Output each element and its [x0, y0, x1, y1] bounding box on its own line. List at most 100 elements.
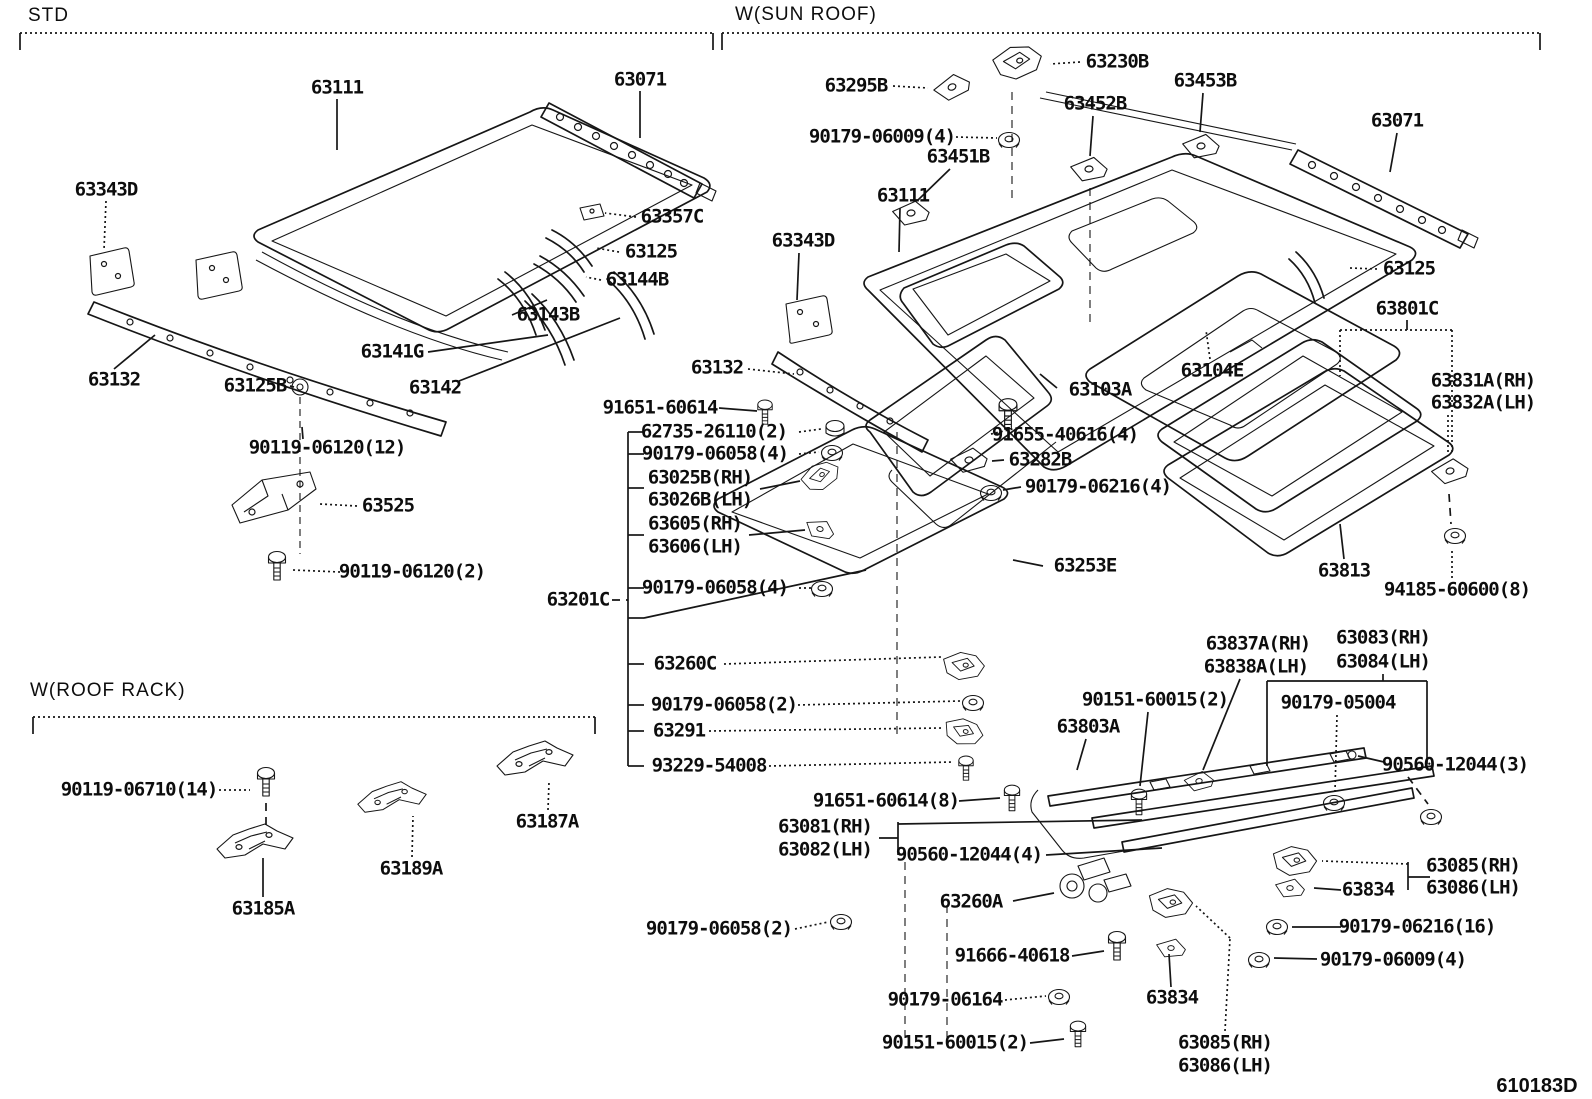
part-number-label: 63189A	[379, 857, 444, 880]
std-front-header-63132-drawing	[87, 301, 447, 437]
part-number-label: 63071	[613, 68, 667, 91]
sunroof-glass-63813-drawing	[1157, 338, 1422, 513]
part-number-label: 63525	[361, 494, 415, 517]
leader-line	[411, 815, 414, 858]
part-number-label: 63026B(LH)	[647, 488, 753, 511]
part-number-label: 63082(LH)	[778, 838, 873, 861]
part-number-label: 90119-06710(14)	[60, 778, 219, 801]
leader-line	[1029, 1038, 1065, 1044]
leader-line	[1199, 92, 1204, 133]
leader-line	[1071, 950, 1105, 957]
leader-line	[748, 529, 806, 536]
drawing-id: 610183D	[1496, 1075, 1578, 1097]
part-number-label: 63125	[1382, 257, 1436, 280]
part-number-label: 63253E	[1053, 554, 1118, 577]
sunroof-header-63132-drawing	[771, 251, 1325, 453]
part-number-label: 63803A	[1056, 715, 1121, 738]
leader-line	[1339, 523, 1345, 560]
part-number-label: 90179-06216(4)	[1024, 475, 1172, 498]
part-number-label: 63801C	[1375, 297, 1440, 320]
leader-line	[708, 727, 943, 732]
std-roof-rail-63071-drawing	[540, 102, 717, 202]
leader-line	[1012, 559, 1044, 567]
leader-line	[797, 700, 961, 706]
leader-line	[1139, 711, 1149, 787]
part-number-label: 94185-60600(8)	[1383, 578, 1531, 601]
part-number-label: 90179-06164	[887, 988, 1004, 1011]
part-number-label: 90179-06009(4)	[808, 125, 956, 148]
part-number-label: 91655-40616(4)	[991, 423, 1139, 446]
std-reinforcement-63343d-drawing	[89, 247, 243, 300]
part-number-label: 63104E	[1180, 359, 1245, 382]
part-number-label: 63086(LH)	[1426, 876, 1521, 899]
part-number-label: 63606(LH)	[648, 535, 743, 558]
part-number-label: 63143B	[516, 303, 581, 326]
leader-line	[113, 334, 156, 370]
part-number-label: 91651-60614	[602, 396, 719, 419]
section-title-sunroof: W(SUN ROOF)	[735, 4, 877, 25]
leader-line	[955, 136, 998, 139]
sunroof-roof-panel-drawing	[863, 91, 1417, 471]
part-number-label: 63291	[652, 719, 706, 742]
part-number-label: 63605(RH)	[648, 512, 743, 535]
part-number-label: 63084(LH)	[1336, 650, 1431, 673]
part-number-label: 63838A(LH)	[1203, 655, 1309, 678]
leader-line	[759, 480, 801, 490]
part-number-label: 63125B	[223, 374, 288, 397]
part-number-label: 63343D	[771, 229, 836, 252]
part-number-label: 63141G	[360, 340, 425, 363]
leader-line	[917, 168, 951, 201]
sunroof-motor-63260a-drawing	[1059, 857, 1132, 903]
leader-line	[458, 317, 621, 382]
part-number-label: 63025B(RH)	[647, 466, 753, 489]
part-number-label: 90151-60015(2)	[881, 1031, 1029, 1054]
sunroof-roof-rail-63071-drawing	[1289, 149, 1479, 249]
part-number-label: 90179-06058(2)	[645, 917, 793, 940]
leader-line	[794, 921, 829, 930]
leader-line	[1012, 892, 1055, 902]
leader-line	[103, 200, 107, 251]
leader-line	[958, 797, 1001, 802]
leader-line	[897, 819, 1143, 825]
part-number-label: 90179-06216(16)	[1338, 915, 1497, 938]
leader-line	[898, 207, 901, 253]
part-number-label: 90179-06058(4)	[641, 576, 789, 599]
std-roof-bows-drawing	[497, 203, 655, 366]
part-number-label: 63185A	[231, 897, 296, 920]
leader-line	[1389, 132, 1398, 173]
leader-line	[798, 451, 820, 455]
part-number-label: 63111	[310, 76, 364, 99]
part-number-label: 63132	[690, 356, 744, 379]
leader-line	[1273, 957, 1318, 960]
part-number-label: 63071	[1370, 109, 1424, 132]
leader-line	[1089, 115, 1094, 157]
leader-line	[1045, 847, 1163, 856]
leader-line	[1321, 860, 1409, 865]
part-number-label: 63260A	[939, 890, 1004, 913]
part-number-label: 63837A(RH)	[1205, 632, 1311, 655]
part-number-label: 90119-06120(12)	[248, 436, 407, 459]
leader-line	[1202, 678, 1241, 771]
leader-line	[319, 503, 358, 507]
part-number-label: 63111	[876, 184, 930, 207]
part-number-label: 63142	[408, 376, 462, 399]
part-number-label: 90151-60015(2)	[1081, 688, 1229, 711]
leader-line	[798, 428, 822, 433]
part-number-label: 90179-05004	[1280, 691, 1397, 714]
leader-line	[1049, 61, 1081, 65]
leader-line	[991, 459, 1005, 462]
leader-line	[1407, 776, 1429, 805]
part-number-label: 63144B	[605, 268, 670, 291]
leader-line	[718, 407, 758, 412]
part-number-label: 63103A	[1068, 378, 1133, 401]
part-number-label: 63295B	[824, 74, 889, 97]
part-number-label: 63451B	[926, 145, 991, 168]
leader-line	[768, 761, 954, 767]
part-number-label: 63452B	[1063, 92, 1128, 115]
leader-line	[1004, 995, 1047, 1001]
part-number-label: 63086(LH)	[1178, 1054, 1273, 1077]
part-number-label: 63132	[87, 368, 141, 391]
part-number-label: 90179-06009(4)	[1319, 948, 1467, 971]
